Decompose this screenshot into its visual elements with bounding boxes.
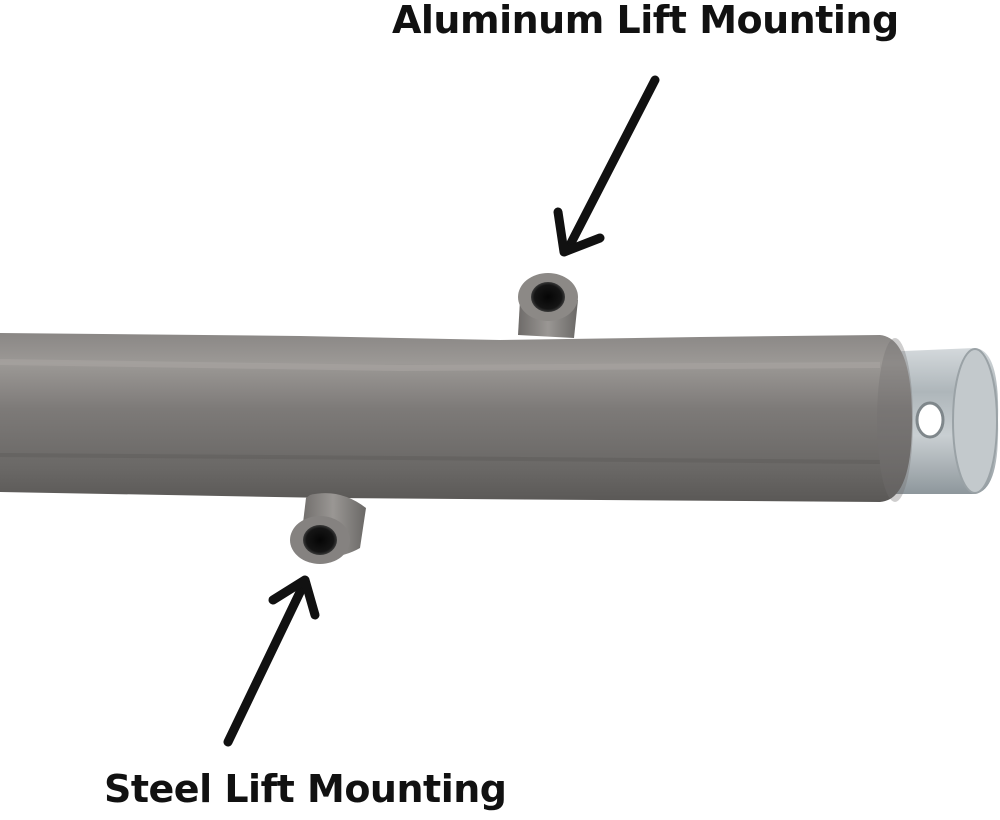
gray-tube <box>0 333 913 502</box>
aluminum-lift-mounting-label: Aluminum Lift Mounting <box>392 0 899 42</box>
arrow-to-steel-mount <box>223 575 320 747</box>
steel-lift-mount-stub <box>290 493 366 564</box>
aluminum-mount-hole <box>531 282 565 312</box>
aluminum-lift-mount-stub <box>518 273 578 338</box>
steel-lift-mounting-label: Steel Lift Mounting <box>104 767 507 811</box>
steel-mount-hole <box>303 525 337 555</box>
mounting-hole <box>915 401 945 439</box>
arrow-to-aluminum-mount <box>553 75 660 257</box>
